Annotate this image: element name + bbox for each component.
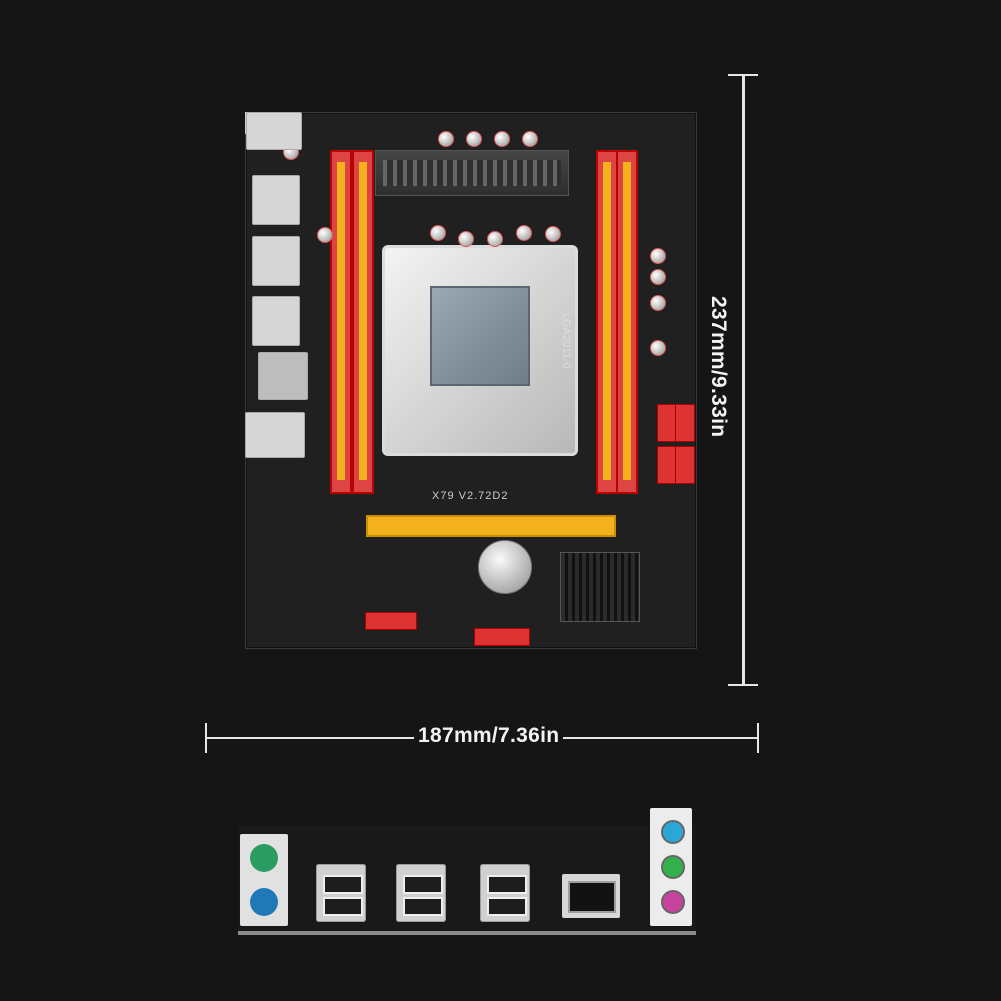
capacitor: [650, 295, 666, 311]
sata-port-1: [657, 404, 677, 442]
usb-stack-board-3: [252, 296, 300, 346]
capacitor: [545, 226, 561, 242]
capacitor: [650, 248, 666, 264]
usb-stack-board-2: [252, 236, 300, 286]
chipset-heatsink: [560, 552, 640, 622]
capacitor: [438, 131, 454, 147]
usb-stack-board-1: [252, 175, 300, 225]
vertical-measure-bottom-cap: [728, 684, 758, 686]
lan-port-icon: [568, 881, 616, 913]
usb-port-icon: [323, 897, 363, 916]
capacitor: [522, 131, 538, 147]
vertical-measure-top-cap: [728, 74, 758, 76]
usb-stack-1: [316, 864, 366, 922]
capacitor: [650, 269, 666, 285]
ram-slot-left-2: [352, 150, 374, 494]
ps2-block: [246, 112, 302, 150]
pcie-slot: [366, 515, 616, 537]
front-usb-header: [474, 628, 530, 646]
rear-io-panel: [238, 826, 696, 935]
ram-slot-right-2: [616, 150, 638, 494]
capacitor: [487, 231, 503, 247]
ps2-green-port-icon: [250, 844, 278, 872]
socket-label: LGA2011-0: [560, 313, 572, 369]
capacitor: [466, 131, 482, 147]
usb-stack-2: [396, 864, 446, 922]
ram-slot-left-1: [330, 150, 352, 494]
cpu-socket-core: [430, 286, 530, 386]
audio-block-board: [245, 412, 305, 458]
ram-slot-right-1: [596, 150, 618, 494]
capacitor: [458, 231, 474, 247]
lan-port: [562, 874, 620, 918]
cmos-battery: [478, 540, 532, 594]
horizontal-measure-left-cap: [205, 723, 207, 753]
sata-port-3: [657, 446, 677, 484]
width-label: 187mm/7.36in: [414, 724, 564, 748]
usb-port-icon: [403, 897, 443, 916]
usb-port-icon: [323, 875, 363, 894]
audio-ports: [650, 808, 692, 926]
capacitor: [430, 225, 446, 241]
sata-port-2: [675, 404, 695, 442]
height-label: 237mm/9.33in: [707, 296, 730, 438]
lan-block-board: [258, 352, 308, 400]
vertical-measure-line: [742, 74, 745, 686]
sata-port-4: [675, 446, 695, 484]
audio-jack-icon: [661, 890, 685, 914]
capacitor: [516, 225, 532, 241]
capacitor: [650, 340, 666, 356]
vrm-fins: [383, 160, 561, 186]
usb-port-icon: [487, 897, 527, 916]
usb-stack-3: [480, 864, 530, 922]
audio-jack-icon: [661, 820, 685, 844]
capacitor: [494, 131, 510, 147]
audio-jack-icon: [661, 855, 685, 879]
usb-port-icon: [403, 875, 443, 894]
ps2-ports: [240, 834, 288, 926]
capacitor: [317, 227, 333, 243]
pcie-x1-slot: [365, 612, 417, 630]
horizontal-measure-right-cap: [757, 723, 759, 753]
model-label: X79 V2.72D2: [432, 490, 509, 502]
ps2-blue-port-icon: [250, 888, 278, 916]
usb-port-icon: [487, 875, 527, 894]
